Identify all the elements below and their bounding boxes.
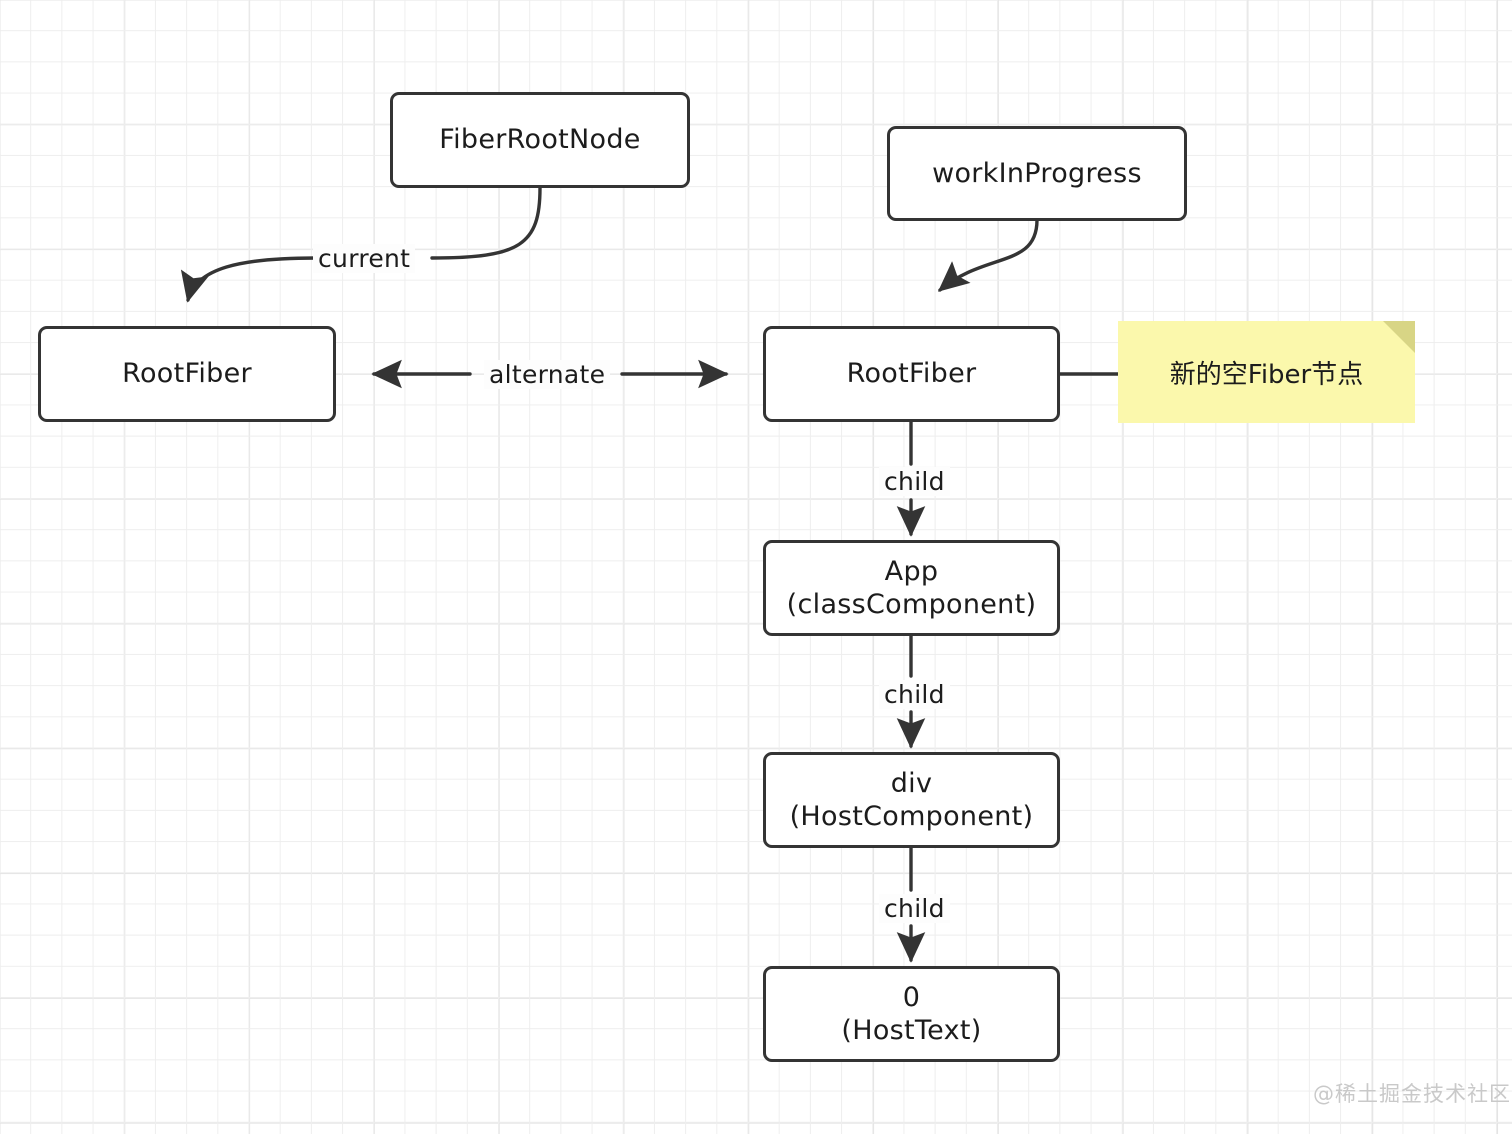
- node-root-fiber-current[interactable]: RootFiber: [38, 326, 336, 422]
- node-fiber-root-node[interactable]: FiberRootNode: [390, 92, 690, 188]
- node-div[interactable]: div (HostComponent): [763, 752, 1060, 848]
- node-label-line1: 0: [902, 981, 921, 1013]
- node-label: FiberRootNode: [439, 124, 641, 156]
- sticky-note-text: 新的空Fiber节点: [1169, 359, 1364, 390]
- node-label-line1: div: [890, 767, 933, 799]
- node-app[interactable]: App (classComponent): [763, 540, 1060, 636]
- edge-work-in-progress: [937, 218, 1039, 292]
- node-label-line2: (HostText): [841, 1015, 982, 1046]
- edge-label-current: current: [313, 244, 416, 273]
- folded-corner-icon: [1383, 321, 1415, 353]
- sticky-note[interactable]: 新的空Fiber节点: [1118, 321, 1415, 423]
- node-host-text[interactable]: 0 (HostText): [763, 966, 1060, 1062]
- edge-label-child-1: child: [879, 467, 950, 496]
- edge-label-text: current: [318, 244, 411, 273]
- edge-label-alternate: alternate: [484, 360, 611, 389]
- node-label-line2: (classComponent): [786, 589, 1037, 620]
- node-label: RootFiber: [122, 358, 252, 390]
- node-label-line2: (HostComponent): [789, 801, 1034, 832]
- edge-label-text: child: [884, 680, 945, 709]
- node-label: RootFiber: [846, 358, 977, 390]
- edge-label-text: alternate: [489, 360, 606, 389]
- edge-label-child-3: child: [879, 894, 950, 923]
- edge-label-text: child: [884, 894, 945, 923]
- edge-label-child-2: child: [879, 680, 950, 709]
- watermark-text: @稀土掘金技术社区: [1313, 1082, 1511, 1106]
- node-root-fiber-workinprogress[interactable]: RootFiber: [763, 326, 1060, 422]
- node-label: workInProgress: [932, 157, 1142, 189]
- node-label-line1: App: [884, 555, 939, 587]
- watermark: @稀土掘金技术社区: [1313, 1078, 1511, 1108]
- edge-label-text: child: [884, 467, 945, 496]
- node-work-in-progress[interactable]: workInProgress: [887, 126, 1187, 221]
